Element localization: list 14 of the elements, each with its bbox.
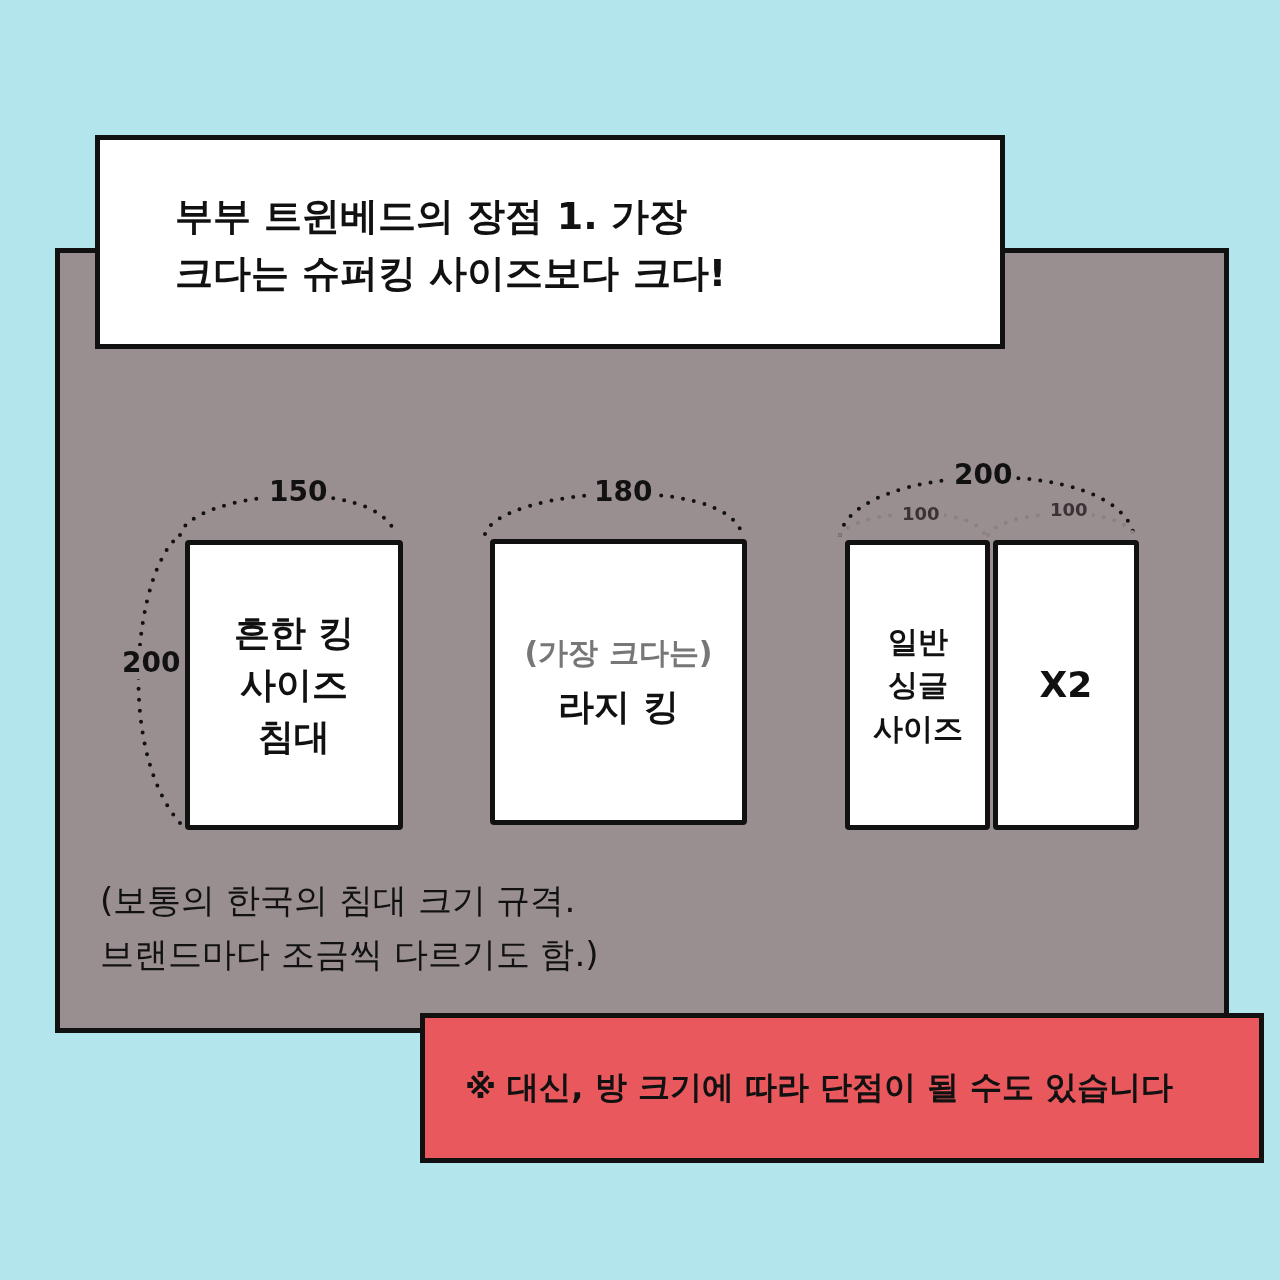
bed-label: 라지 킹 (558, 684, 679, 729)
warning-text: ※ 대신, 방 크기에 따라 단점이 될 수도 있습니다 (465, 1067, 1175, 1108)
bed-label: 흔한 킹 사이즈 침대 (232, 610, 356, 760)
bed-caption: (가장 크다는) (524, 634, 713, 673)
bed-rectangle (993, 540, 1139, 830)
bed-label: 일반 싱글 사이즈 (871, 622, 964, 748)
bed-label: X2 (1039, 662, 1093, 707)
bed-rectangle (185, 540, 403, 830)
warning-box (420, 1013, 1264, 1163)
bed-rectangle (490, 539, 747, 825)
bed-rectangle (845, 540, 990, 830)
note-text: (보통의 한국의 침대 크기 규격. 브랜드마다 조금씩 다르기도 함.) (100, 879, 600, 977)
title-text: 부부 트윈베드의 장점 1. 가장 크다는 슈퍼킹 사이즈보다 크다! (175, 193, 728, 297)
title-box (95, 135, 1005, 349)
